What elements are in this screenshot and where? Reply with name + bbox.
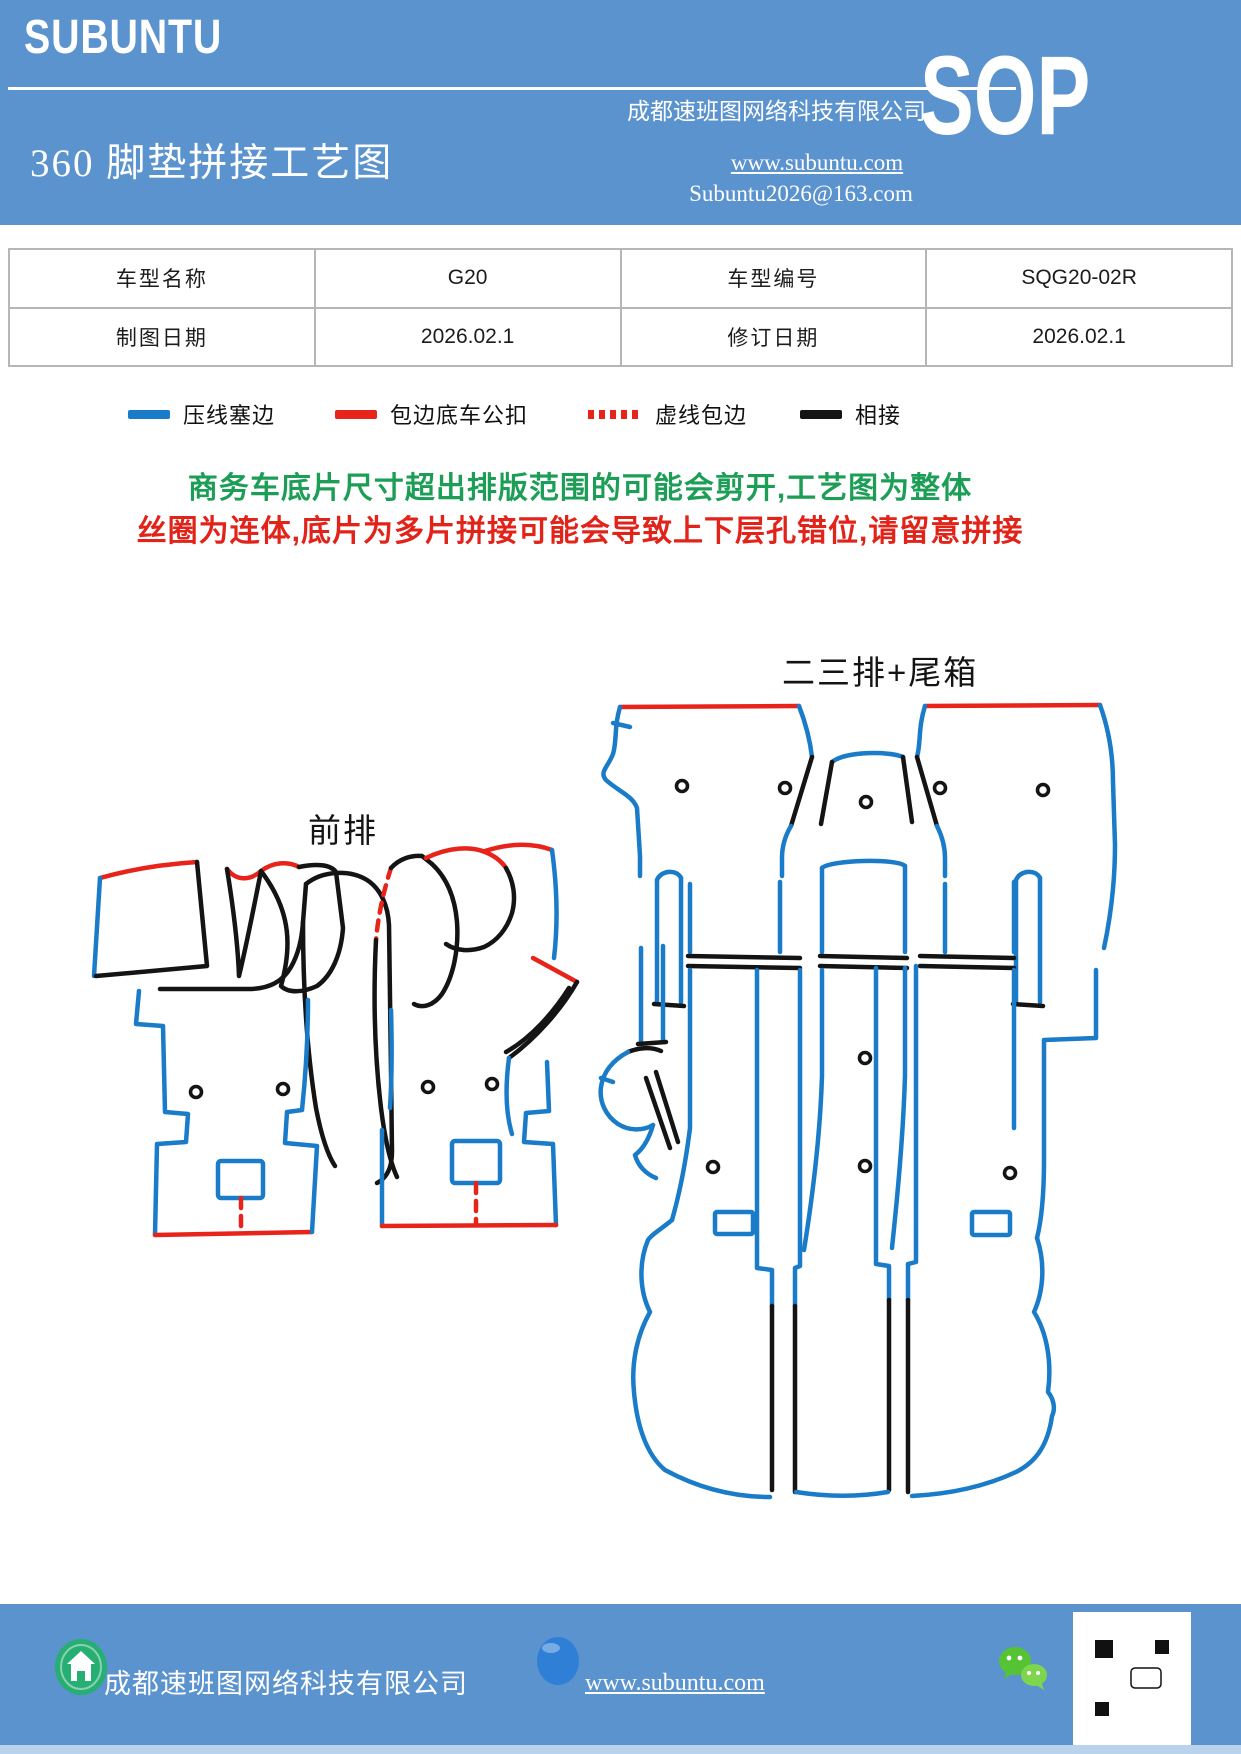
front-right-mat [372,842,580,1229]
wechat-icon [999,1647,1047,1690]
globe-icon [537,1637,579,1685]
legend-label: 虚线包边 [655,403,748,428]
legend-label: 相接 [855,403,902,428]
table-row: 制图日期 2026.02.1 修订日期 2026.02.1 [8,306,1233,367]
table-cell-draw-date-value: 2026.02.1 [313,306,622,367]
table-cell-code-label: 车型编号 [619,248,928,309]
footer-band: 成都速班图网络科技有限公司 www.subuntu.com [0,1604,1241,1754]
legend-item-black: 相接 [800,398,901,430]
header-company-name: 成都速班图网络科技有限公司 [627,99,926,124]
rear-right-mat [914,702,1118,1009]
table-cell-revise-date-value: 2026.02.1 [925,306,1233,367]
footer-bottom-strip [0,1745,1241,1754]
front-left-mat [91,859,395,1238]
table-row: 车型名称 G20 车型编号 SQG20-02R [8,248,1233,309]
table-cell-revise-date-label: 修订日期 [619,306,928,367]
vehicle-info-table: 车型名称 G20 车型编号 SQG20-02R 制图日期 2026.02.1 修… [8,248,1233,367]
rear-center-piece [817,750,915,971]
rear-left-wing-piece [598,943,681,1181]
footer-company-name: 成都速班图网络科技有限公司 [104,1669,468,1699]
header-email: Subuntu2026@163.com [689,181,913,206]
legend-label: 包边底车公扣 [390,403,529,428]
legend-label: 压线塞边 [183,403,276,428]
legend-item-red: 包边底车公扣 [335,398,528,430]
building-icon [55,1639,107,1695]
legend-item-dashed: 虚线包边 [588,398,747,430]
red-dashed-swatch [588,409,642,419]
header-website-link[interactable]: www.subuntu.com [730,150,904,175]
qr-code [1073,1612,1191,1745]
brand-logo: SUBUNTU [24,11,223,64]
blue-line-swatch [128,409,170,419]
qr-pattern [1095,1640,1169,1716]
sop-badge: SOP [920,33,1091,158]
header-divider [8,87,1016,90]
rear-left-mat [601,703,815,1009]
page-title: 360 脚垫拼接工艺图 [30,142,394,185]
front-row-label: 前排 [308,812,378,849]
rear-trunk-outline [631,1217,1057,1500]
pattern-diagram: 前排 二三排+尾箱 [0,560,1241,1604]
table-cell-code-value: SQG20-02R [925,248,1233,309]
red-line-swatch [335,409,377,419]
note-red: 丝圈为连体,底片为多片拼接可能会导致上下层孔错位,请留意拼接 [136,515,1024,548]
rear-third-row-runners [669,963,1099,1495]
header-band: SUBUNTU 成都速班图网络科技有限公司 SOP 360 脚垫拼接工艺图 ww… [0,0,1241,225]
table-cell-model-label: 车型名称 [8,248,316,309]
legend-item-blue: 压线塞边 [128,398,275,430]
footer-website-link[interactable]: www.subuntu.com [585,1670,765,1696]
table-cell-draw-date-label: 制图日期 [8,306,316,367]
note-green: 商务车底片尺寸超出排版范围的可能会剪开,工艺图为整体 [187,472,973,505]
black-line-swatch [800,409,842,419]
rear-rows-label: 二三排+尾箱 [782,654,979,691]
table-cell-model-value: G20 [313,248,622,309]
mat-pattern-drawing [91,702,1118,1500]
